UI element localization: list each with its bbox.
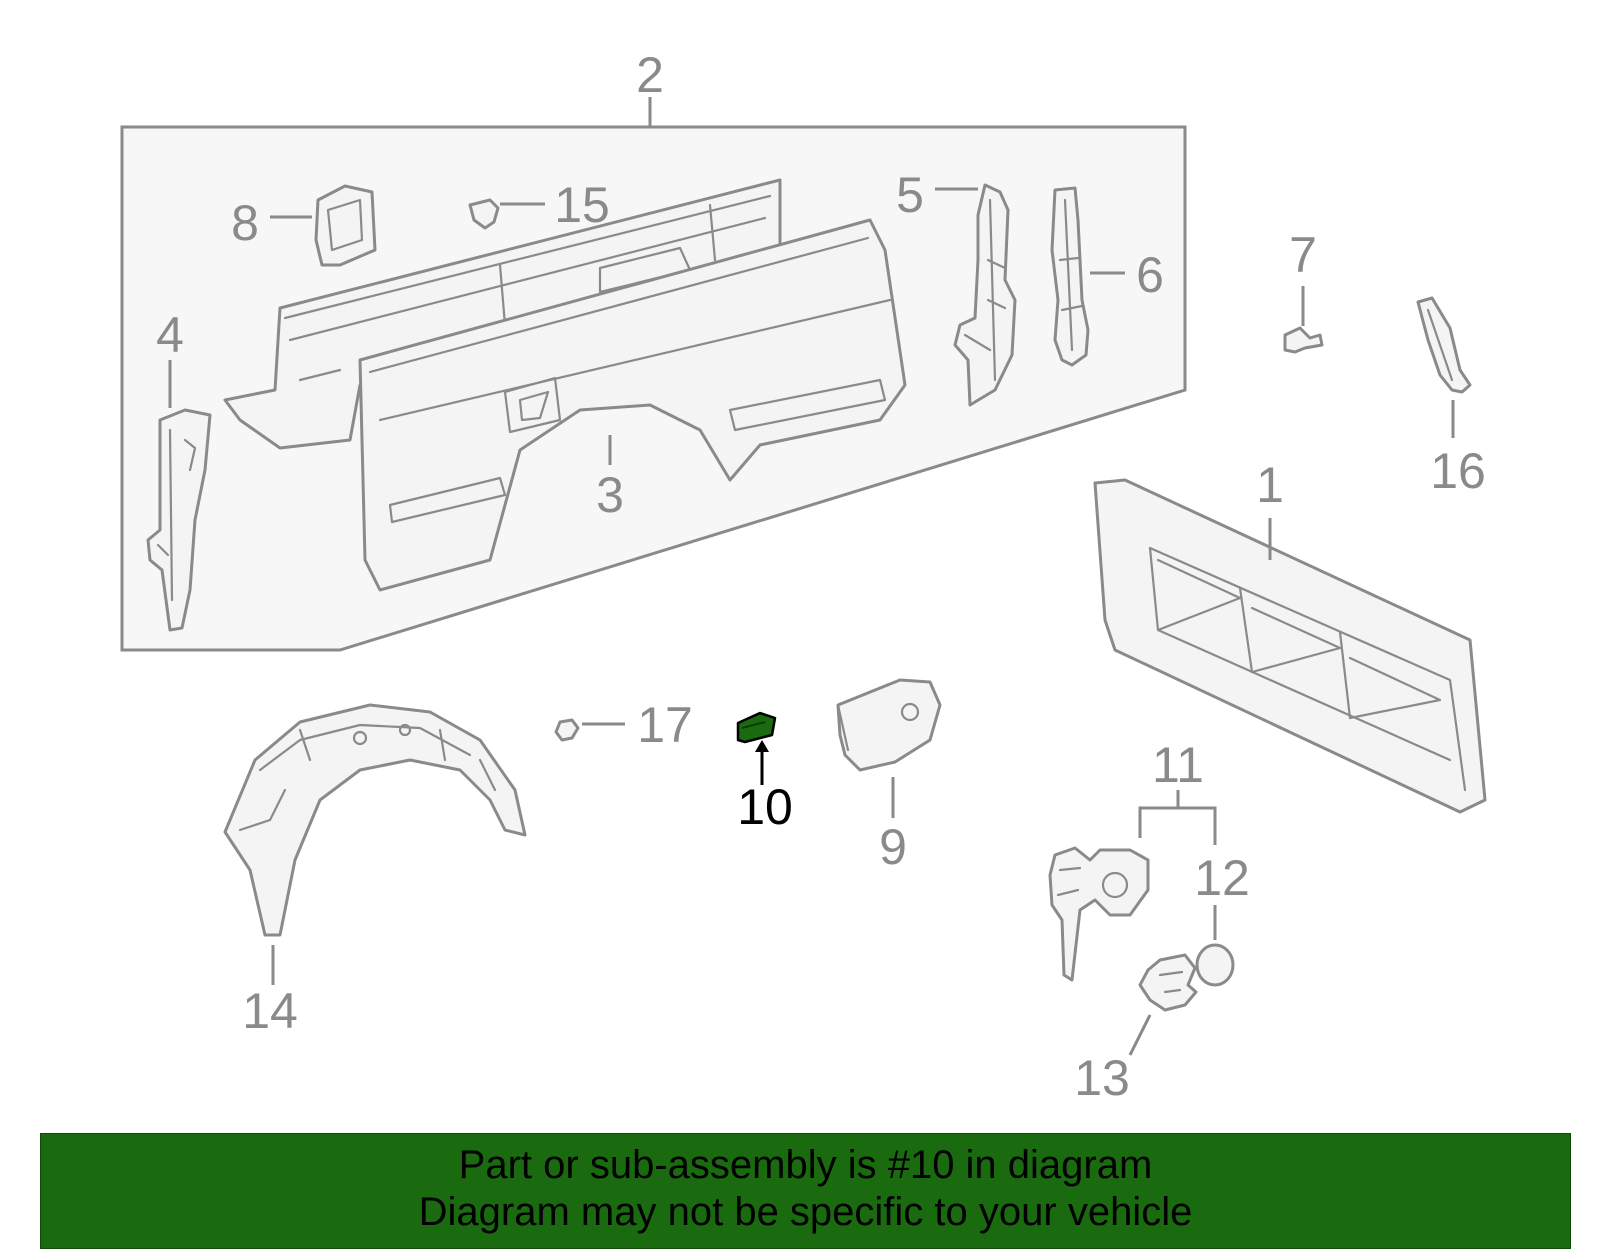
bed-brace-part-6[interactable] [1050,186,1090,367]
callout-16: 16 [1430,443,1486,499]
bracket-part-8[interactable] [314,184,377,267]
callout-1: 1 [1256,457,1284,513]
cap-part-12[interactable] [1195,943,1235,987]
callout-5: 5 [896,167,924,223]
clip-part-15[interactable] [468,198,500,230]
latch-part-13[interactable] [1138,953,1198,1012]
callout-3: 3 [596,467,624,523]
bed-bracket-part-4[interactable] [146,408,212,632]
callout-6: 6 [1136,247,1164,303]
clip-part-17[interactable] [554,718,580,742]
info-banner: Part or sub-assembly is #10 in diagram D… [40,1133,1571,1249]
banner-line-part-number: Part or sub-assembly is #10 in diagram [458,1143,1153,1187]
callout-9: 9 [879,819,907,875]
clip-part-7[interactable] [1283,326,1324,354]
callout-8: 8 [231,195,259,251]
fuel-door-part-9[interactable] [836,678,942,772]
callout-13: 13 [1074,1050,1130,1106]
callout-15: 15 [554,177,610,233]
bed-outer-panel-part-3[interactable] [358,218,907,592]
callout-12: 12 [1194,850,1250,906]
callout-4: 4 [156,307,184,363]
wheelhouse-liner-part-14[interactable] [223,703,527,937]
callout-17: 17 [637,697,693,753]
lock-cylinder-part-11[interactable] [1048,846,1150,982]
bed-brace-part-5[interactable] [953,183,1017,407]
callout-7: 7 [1289,227,1317,283]
tailgate-part-1[interactable] [1093,478,1487,814]
callout-11: 11 [1152,737,1204,793]
callout-10-highlighted: 10 [737,779,793,835]
banner-line-disclaimer: Diagram may not be specific to your vehi… [418,1190,1193,1234]
callout-14: 14 [242,983,298,1039]
bracket-part-16[interactable] [1416,296,1472,394]
bumper-part-10-highlighted[interactable] [736,711,777,744]
callout-2: 2 [636,47,664,103]
